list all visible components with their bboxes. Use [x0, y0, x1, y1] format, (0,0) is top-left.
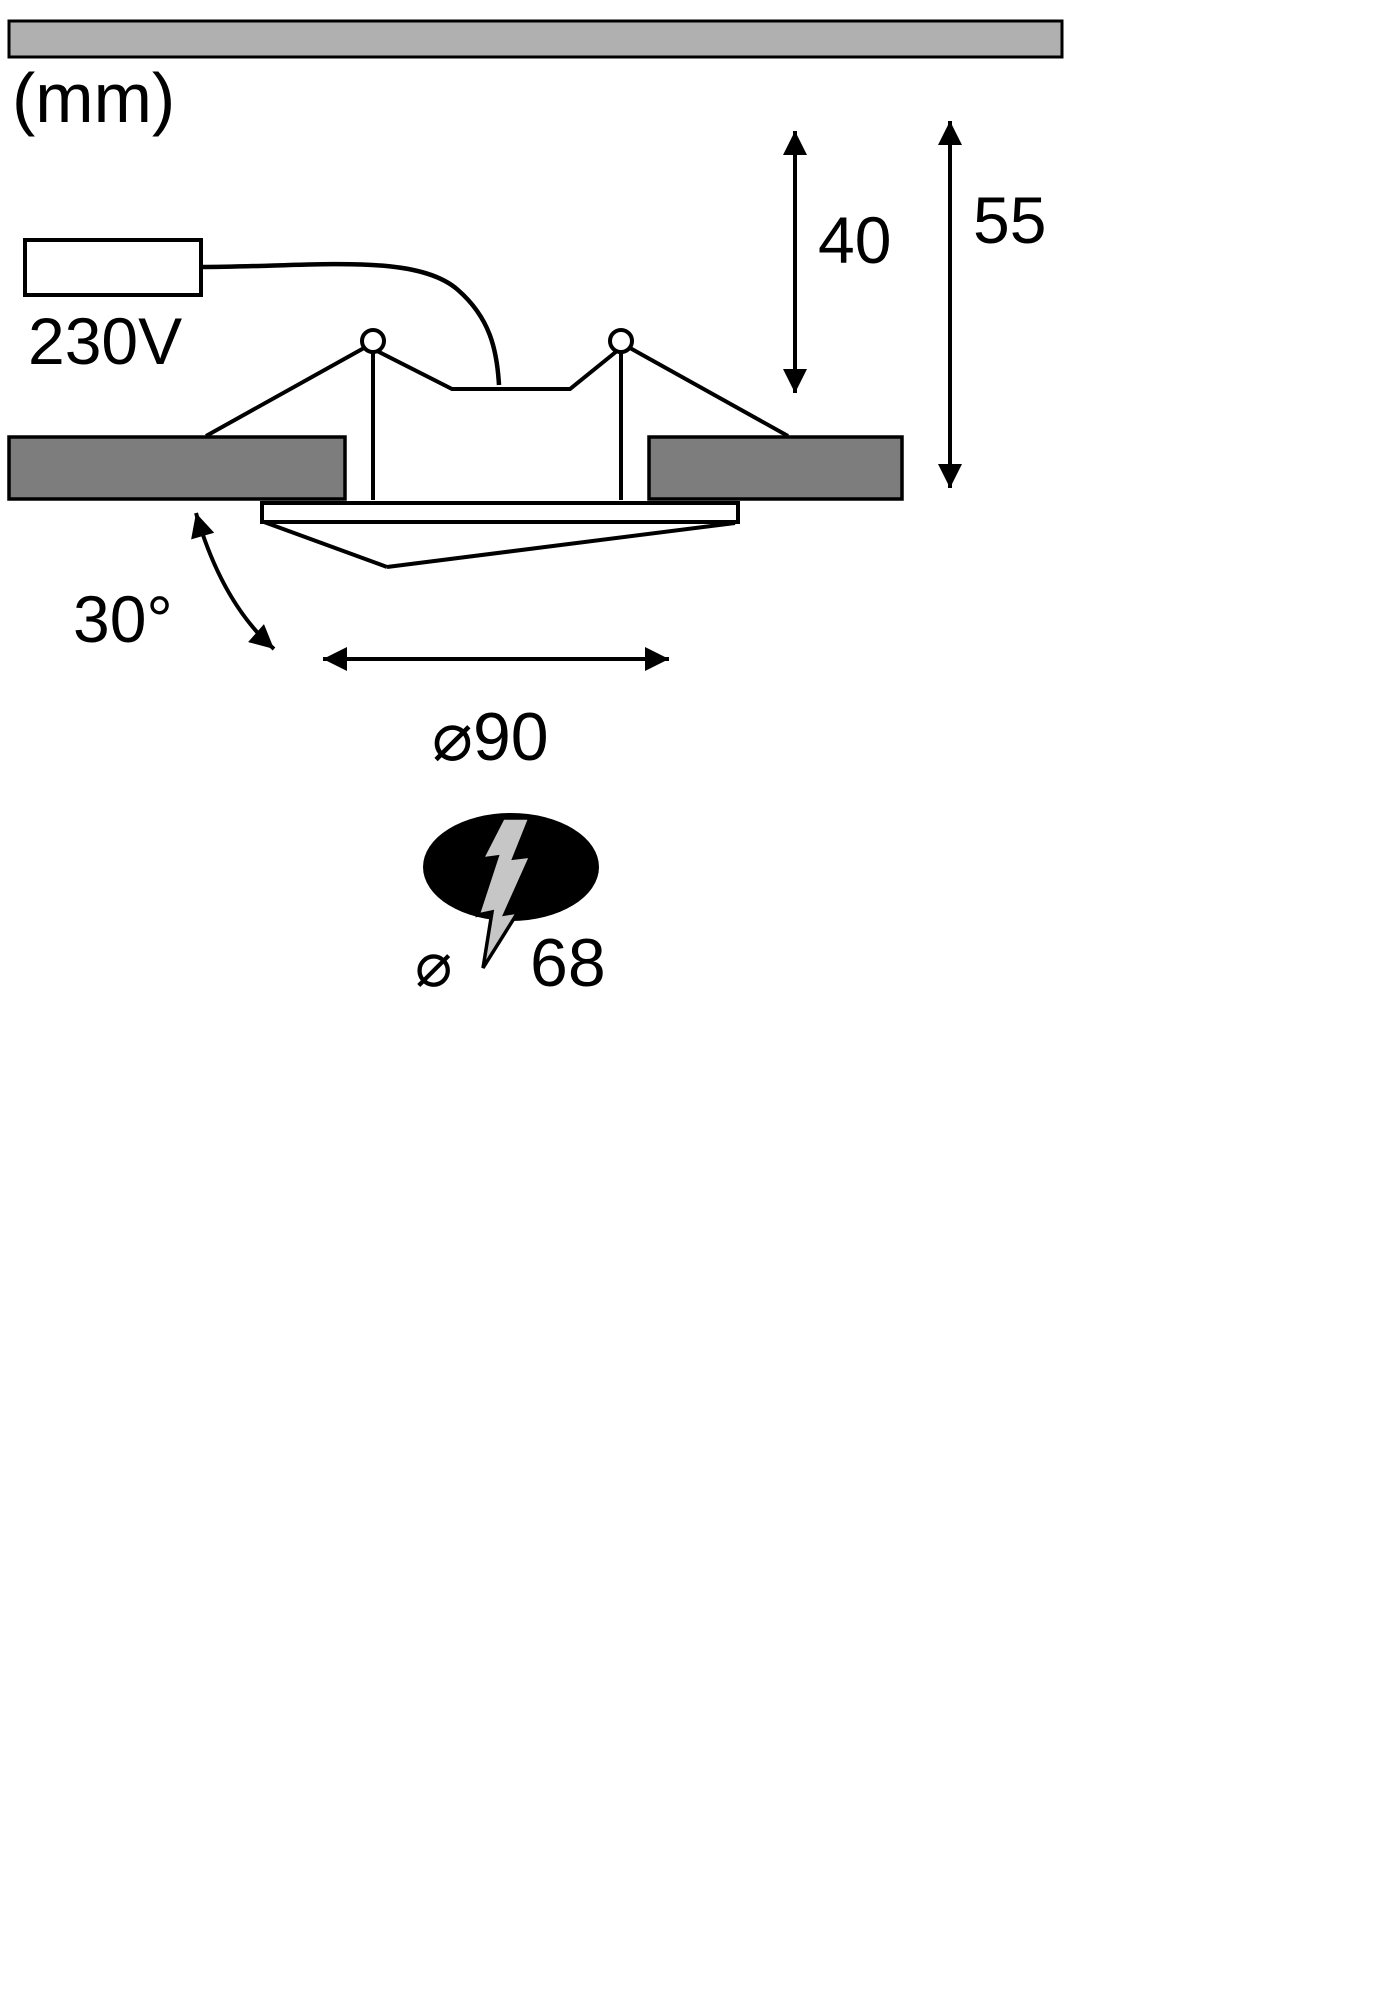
spring-clip-left [205, 346, 365, 438]
driver-box [23, 238, 203, 297]
tilt-angle-arc [191, 512, 276, 651]
cutout-diameter-symbol: ⌀ [415, 931, 452, 1000]
dimension-label-40: 40 [818, 203, 891, 277]
housing-top-profile [376, 349, 619, 391]
top-mounting-bar [7, 19, 1064, 59]
ceiling-panel-left [7, 435, 347, 501]
trim-ring [260, 501, 740, 524]
ceiling-panel-right [647, 435, 904, 501]
cutout-diameter-value: 68 [530, 925, 606, 1001]
power-cable [200, 261, 502, 386]
dimension-label-55: 55 [973, 183, 1046, 257]
spring-clip-right [629, 346, 789, 438]
lightning-bolt-icon [475, 816, 534, 969]
tilted-face-right-edge [386, 521, 736, 569]
dimension-label-diameter-90: ⌀90 [432, 699, 549, 775]
pivot-left-icon [360, 328, 386, 354]
tilted-face-left-edge [263, 520, 388, 569]
unit-label: (mm) [12, 59, 175, 137]
voltage-label: 230V [28, 304, 182, 378]
pivot-right-icon [608, 328, 634, 354]
tilt-angle-label: 30° [73, 582, 173, 656]
